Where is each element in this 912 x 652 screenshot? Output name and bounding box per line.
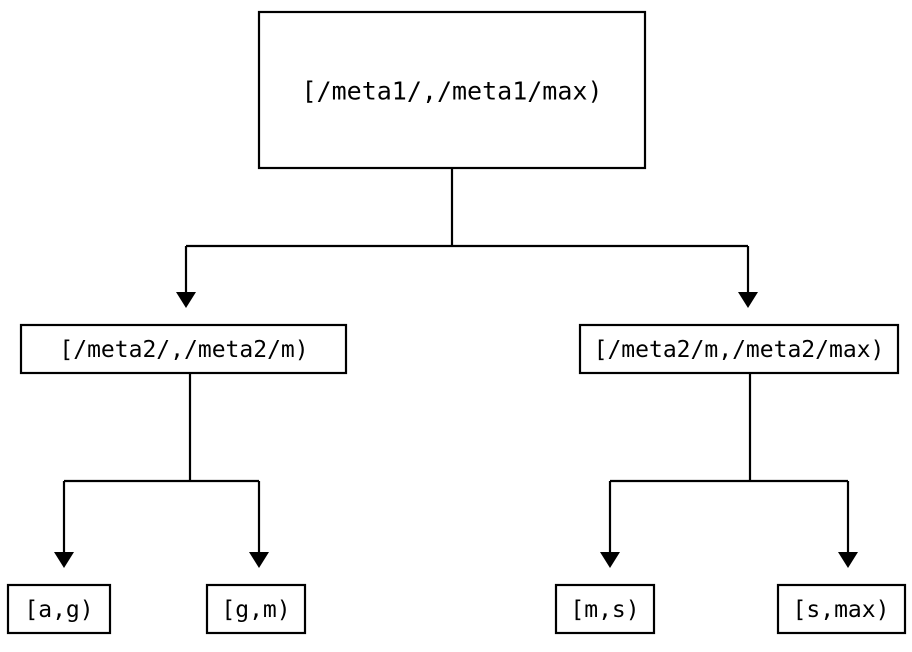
arrowhead-to-leaf-smax-icon: [838, 552, 858, 568]
node-mid-right-label: [/meta2/m,/meta2/max): [594, 337, 885, 363]
node-mid-left-box[interactable]: [19, 323, 348, 375]
node-leaf-smax-box[interactable]: [776, 583, 907, 635]
node-leaf-ag[interactable]: [a,g): [6, 583, 112, 635]
node-leaf-ms-label: [m,s): [570, 597, 639, 623]
node-mid-right[interactable]: [/meta2/m,/meta2/max): [578, 323, 900, 375]
node-mid-left-label: [/meta2/,/meta2/m): [59, 337, 308, 363]
node-leaf-gm-box[interactable]: [205, 583, 307, 635]
arrowhead-root-to-mid-right-icon: [738, 292, 758, 308]
node-leaf-gm-label: [g,m): [221, 597, 290, 623]
node-root-box[interactable]: [257, 10, 647, 170]
node-leaf-gm[interactable]: [g,m): [205, 583, 307, 635]
node-mid-right-box[interactable]: [578, 323, 900, 375]
edge-group-midright-to-leaves: [600, 373, 858, 568]
arrowhead-to-leaf-ag-icon: [54, 552, 74, 568]
node-leaf-smax[interactable]: [s,max): [776, 583, 907, 635]
node-leaf-ag-box[interactable]: [6, 583, 112, 635]
node-leaf-ms[interactable]: [m,s): [554, 583, 656, 635]
arrowhead-to-leaf-gm-icon: [249, 552, 269, 568]
node-leaf-ag-label: [a,g): [24, 597, 93, 623]
node-leaf-smax-label: [s,max): [793, 597, 890, 623]
node-leaf-ms-box[interactable]: [554, 583, 656, 635]
arrowhead-root-to-mid-left-icon: [176, 292, 196, 308]
arrowhead-to-leaf-ms-icon: [600, 552, 620, 568]
edge-group-root-to-level1: [176, 168, 758, 308]
node-mid-left[interactable]: [/meta2/,/meta2/m): [19, 323, 348, 375]
edge-group-midleft-to-leaves: [54, 373, 269, 568]
node-root[interactable]: [/meta1/,/meta1/max): [257, 10, 647, 170]
node-root-label: [/meta1/,/meta1/max): [301, 77, 602, 106]
